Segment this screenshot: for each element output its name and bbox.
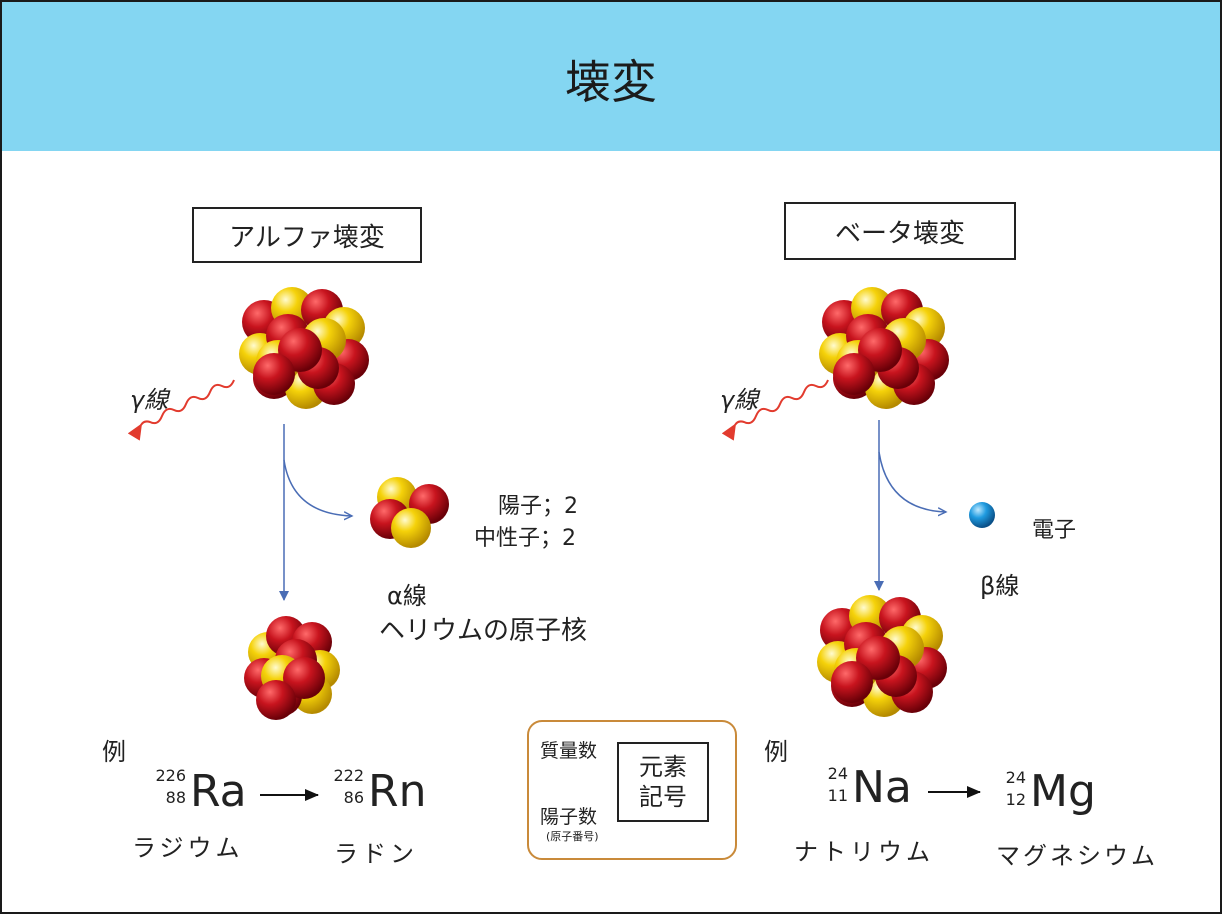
sodium-nuclide: 24 11 Na	[824, 764, 924, 814]
electron-label: 電子	[1032, 518, 1077, 543]
sodium-name: ナトリウム	[794, 838, 934, 866]
alpha-parent-nucleus	[239, 287, 369, 409]
radium-name: ラジウム	[132, 834, 244, 862]
sodium-symbol: Na	[852, 762, 912, 813]
magnesium-symbol: Mg	[1030, 766, 1096, 817]
alpha-gamma-label: γ線	[130, 386, 169, 414]
radon-name: ラドン	[334, 840, 418, 868]
legend-symbol-box: 元素 記号	[617, 742, 709, 822]
radon-nuclide: 222 86 Rn	[328, 768, 438, 818]
alpha-decay-heading: アルファ壊変	[192, 207, 422, 263]
alpha-gamma-wave	[127, 379, 235, 441]
magnesium-name: マグネシウム	[996, 842, 1158, 870]
legend-atomic-label: 陽子数	[540, 806, 598, 828]
radium-atomic-number: 88	[165, 788, 186, 807]
alpha-ray-description: ヘリウムの原子核	[379, 616, 588, 646]
legend-atomic-note: (原子番号)	[546, 830, 599, 843]
beta-example-label: 例	[764, 738, 788, 766]
beta-gamma-wave	[721, 379, 829, 441]
alpha-ray-label: α線	[387, 582, 427, 610]
beta-parent-nucleus	[819, 287, 949, 409]
radon-mass-number: 222	[333, 766, 364, 785]
alpha-daughter-nucleus	[244, 616, 340, 720]
beta-decay-heading: ベータ壊変	[784, 202, 1016, 260]
beta-gamma-label: γ線	[720, 386, 759, 414]
radium-mass-number: 226	[155, 766, 186, 785]
electron	[969, 502, 995, 528]
slide-title: 壊変	[565, 55, 657, 109]
alpha-particle	[370, 477, 449, 548]
beta-emission-arrow	[878, 451, 946, 512]
title-bar	[2, 2, 1220, 151]
proton-count: 陽子；2	[498, 494, 578, 519]
alpha-emission-arrow	[283, 459, 352, 516]
radon-atomic-number: 86	[343, 788, 364, 807]
radium-symbol: Ra	[190, 766, 247, 817]
magnesium-nuclide: 24 12 Mg	[1002, 768, 1112, 818]
magnesium-mass-number: 24	[1005, 768, 1026, 787]
sodium-atomic-number: 11	[827, 786, 848, 805]
legend-symbol-line2: 記号	[639, 783, 687, 811]
radon-symbol: Rn	[368, 766, 427, 817]
legend-symbol-line1: 元素	[639, 753, 687, 781]
radium-nuclide: 226 88 Ra	[150, 768, 250, 818]
magnesium-atomic-number: 12	[1005, 790, 1026, 809]
sodium-mass-number: 24	[827, 764, 848, 783]
beta-ray-label: β線	[980, 572, 1020, 600]
alpha-example-label: 例	[102, 738, 126, 766]
legend-mass-label: 質量数	[540, 740, 598, 762]
beta-daughter-nucleus	[817, 595, 947, 717]
neutron-count: 中性子；2	[474, 526, 576, 551]
